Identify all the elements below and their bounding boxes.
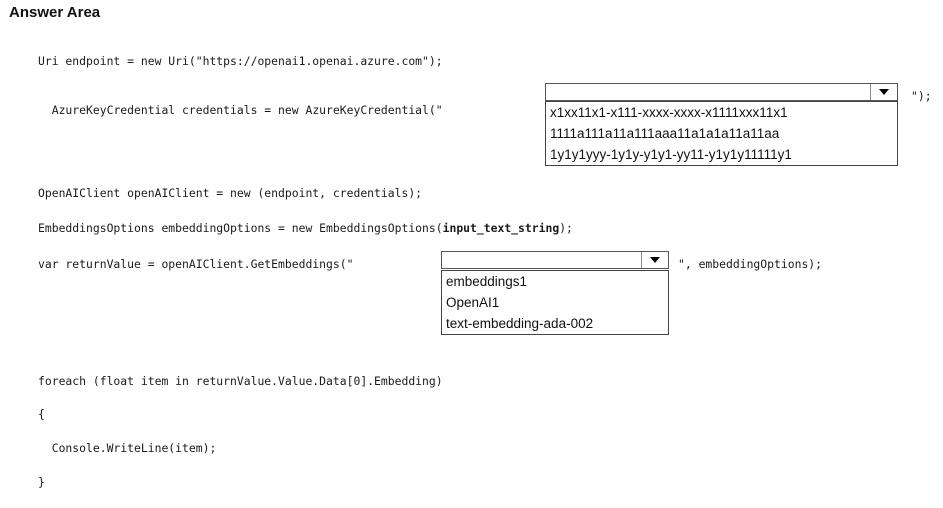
answer-area-title: Answer Area (9, 4, 101, 21)
code-credential-before: AzureKeyCredential credentials = new Azu… (51, 103, 443, 117)
chevron-down-icon (650, 257, 660, 263)
code-line-client: OpenAIClient openAIClient = new (endpoin… (38, 186, 423, 200)
chevron-down-icon (879, 89, 889, 95)
code-options-bold: input_text_string (442, 221, 560, 235)
code-line-foreach: foreach (float item in returnValue.Value… (38, 374, 443, 388)
code-line-close-brace: } (38, 475, 45, 489)
code-line-getembeddings-before: var returnValue = openAIClient.GetEmbedd… (38, 257, 354, 271)
code-line-writeline: Console.WriteLine(item); (38, 441, 217, 455)
deployment-dropdown-options: embeddings1 OpenAI1 text-embedding-ada-0… (441, 270, 669, 335)
code-line-getembeddings-after: ", embeddingOptions); (678, 257, 823, 271)
deployment-dropdown[interactable] (441, 251, 669, 269)
key-option[interactable]: 1111a111a11a111aaa11a1a1a11a11aa (550, 126, 780, 141)
key-dropdown-toggle[interactable] (870, 84, 897, 100)
code-line-uri: Uri endpoint = new Uri("https://openai1.… (38, 54, 443, 68)
code-options-before: EmbeddingsOptions embeddingOptions = new… (38, 221, 443, 235)
key-option[interactable]: 1y1y1yyy-1y1y-y1y1-yy11-y1y1y11111y1 (550, 147, 792, 162)
code-line-options: EmbeddingsOptions embeddingOptions = new… (38, 221, 573, 235)
code-credential-after: "); (911, 89, 932, 103)
deployment-option[interactable]: OpenAI1 (446, 295, 500, 310)
key-option[interactable]: x1xx11x1-x111-xxxx-xxxx-x1111xxx11x1 (550, 105, 788, 120)
deployment-dropdown-toggle[interactable] (641, 252, 668, 268)
deployment-option[interactable]: text-embedding-ada-002 (446, 316, 594, 331)
key-dropdown[interactable] (545, 83, 898, 101)
code-line-open-brace: { (38, 407, 45, 421)
code-line-credential: AzureKeyCredential credentials = new Azu… (38, 89, 443, 117)
key-dropdown-options: x1xx11x1-x111-xxxx-xxxx-x1111xxx11x1 111… (545, 101, 898, 166)
deployment-option[interactable]: embeddings1 (446, 274, 528, 289)
code-options-after: ); (559, 221, 573, 235)
